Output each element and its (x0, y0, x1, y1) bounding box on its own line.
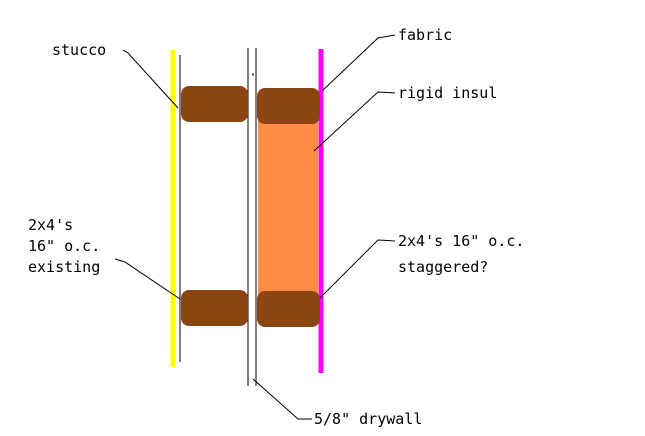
rigid-insulation (258, 110, 318, 304)
fabric-leader (321, 34, 396, 92)
existing-stud-bottom (181, 290, 248, 326)
drywall-label: 5/8" drywall (314, 410, 422, 428)
stucco-label: stucco (52, 41, 106, 59)
existing-studs-label-line2: 16" o.c. (28, 237, 100, 255)
staggered-stud-bottom (257, 291, 320, 327)
drywall-leader (252, 378, 312, 420)
rigid-insul-leader (313, 91, 396, 152)
staggered-studs-leader (319, 239, 396, 299)
existing-studs-leader (114, 258, 181, 300)
existing-studs-label-line3: existing (28, 258, 100, 276)
staggered-studs-label-line2: staggered? (398, 258, 488, 276)
staggered-studs-label-line1: 2x4's 16" o.c. (398, 232, 524, 250)
existing-stud-top (181, 86, 248, 122)
existing-studs-label-line1: 2x4's (28, 216, 73, 234)
stucco-leader (122, 49, 179, 109)
staggered-stud-top (257, 88, 320, 124)
fabric-label: fabric (398, 26, 452, 44)
rigid-insul-label: rigid insul (398, 84, 497, 102)
